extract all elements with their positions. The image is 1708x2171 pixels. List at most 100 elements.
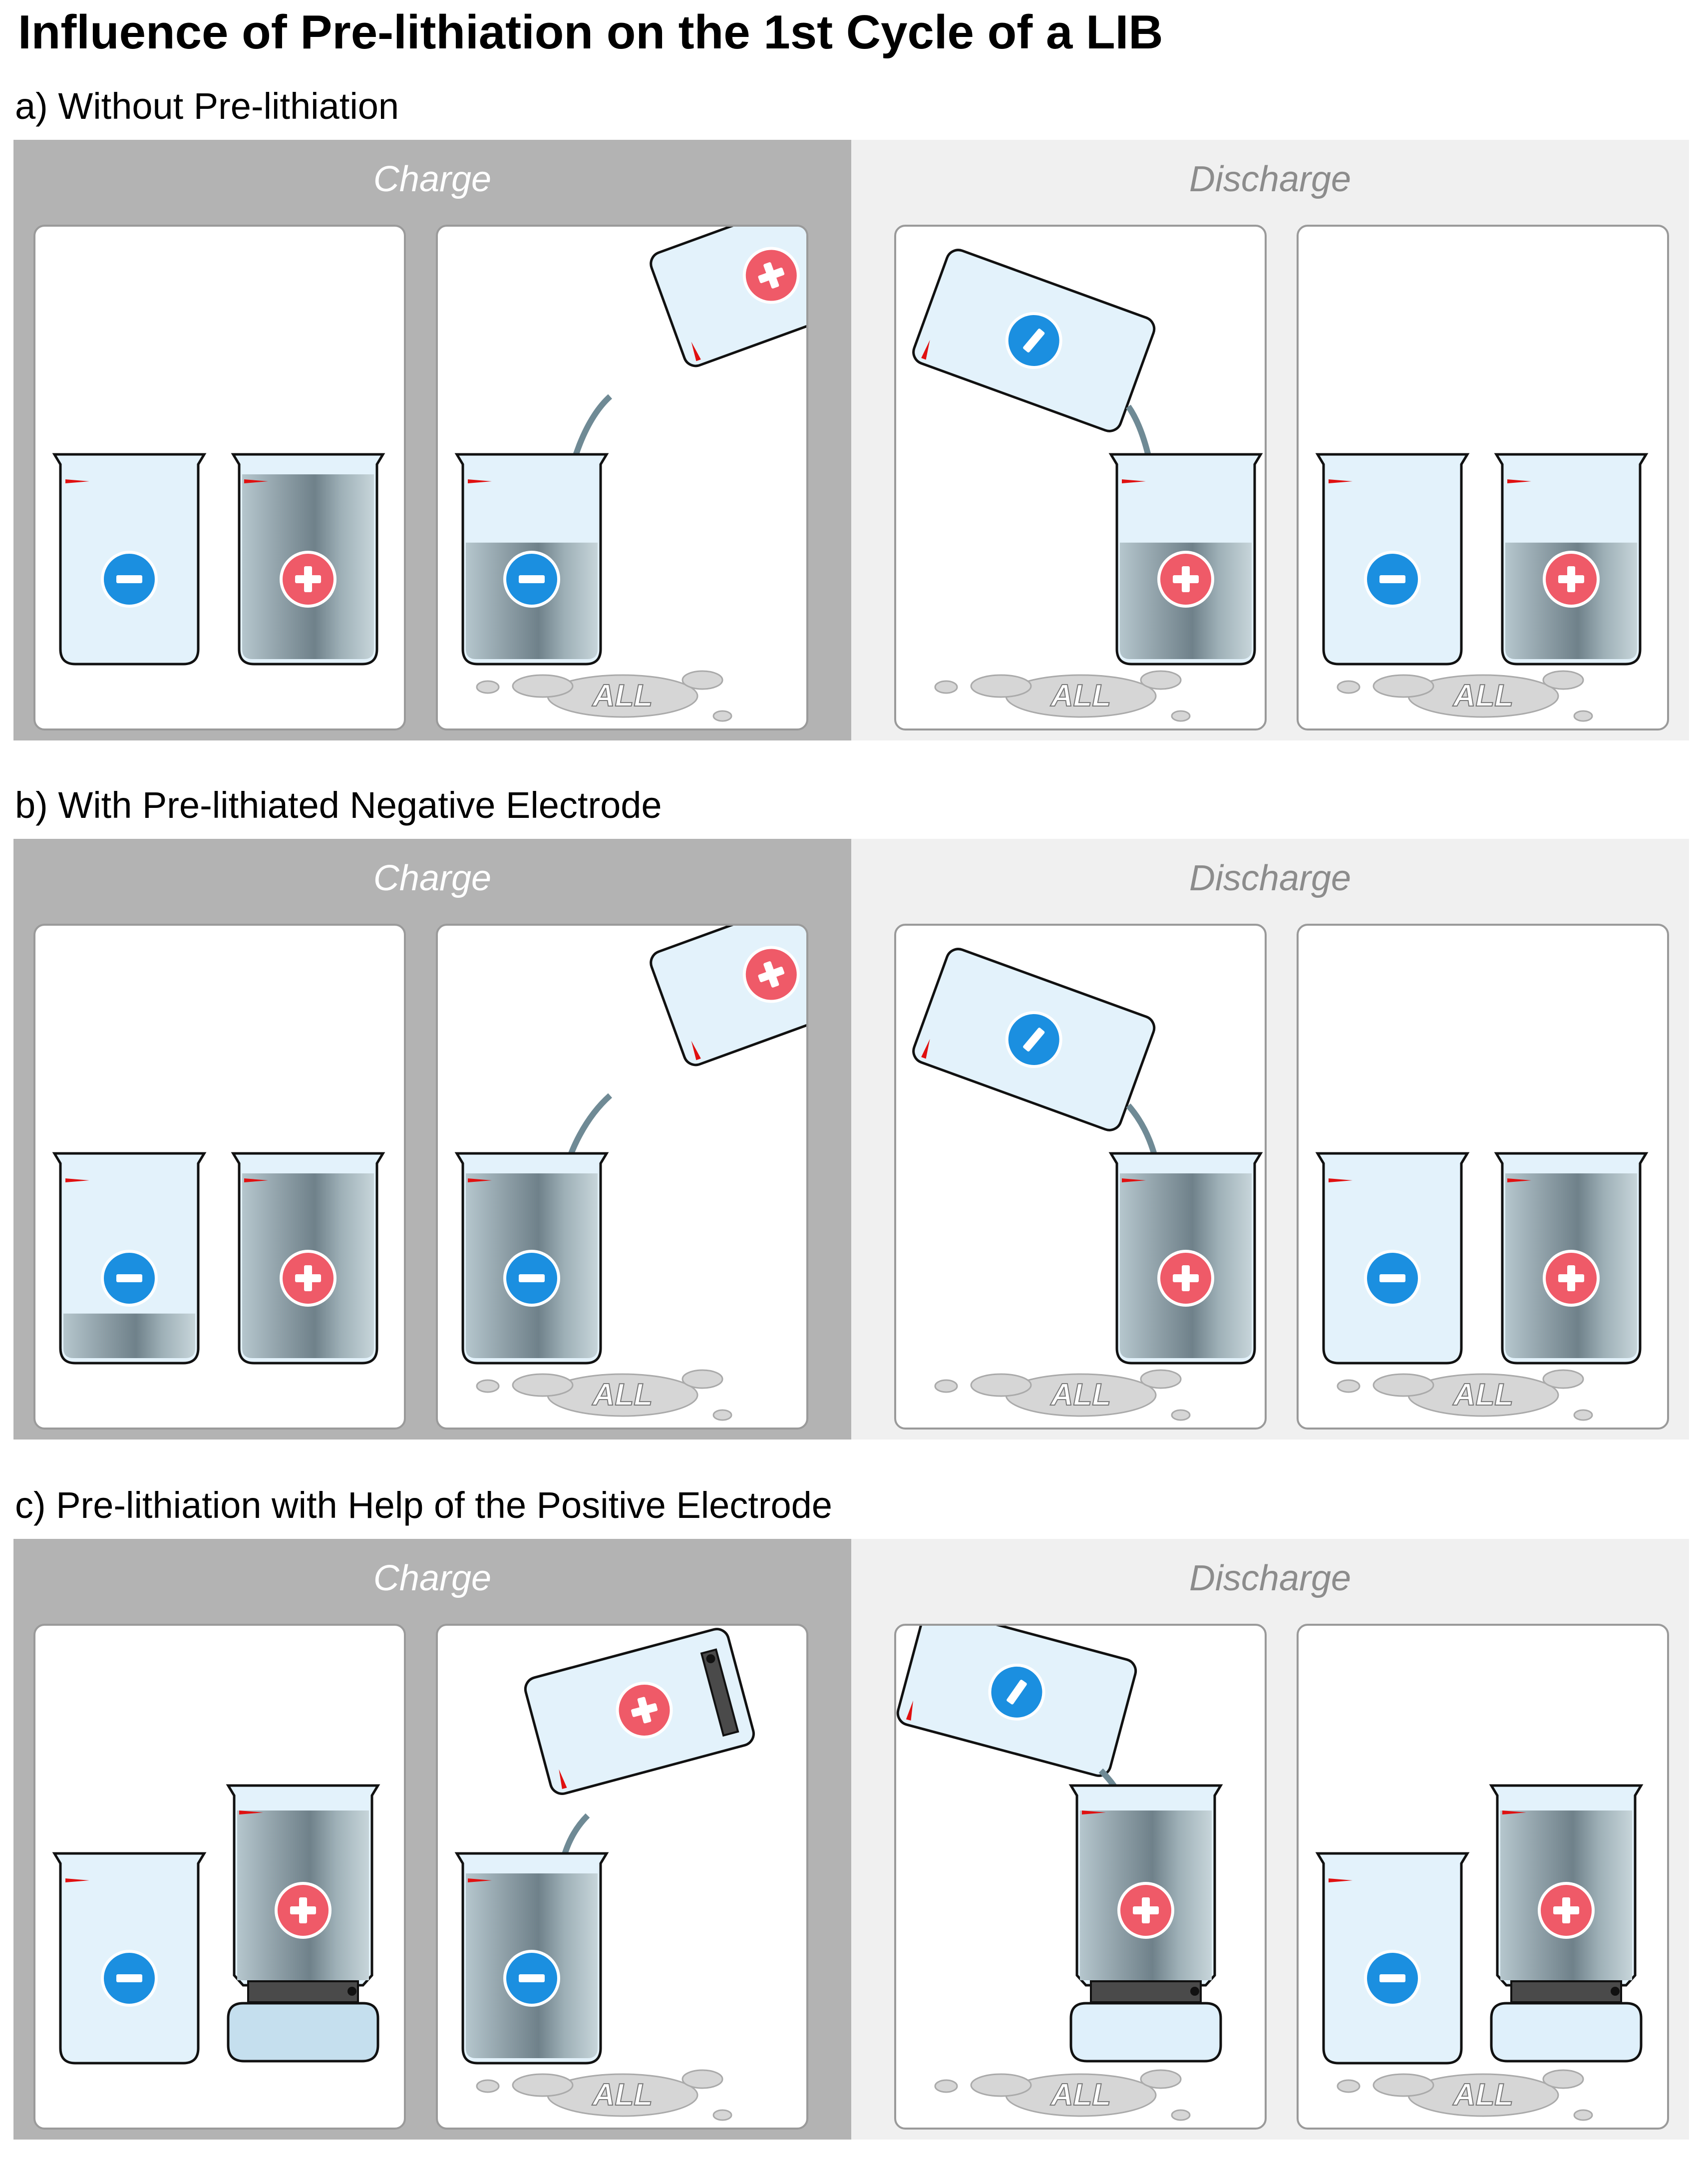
negative-electrode-badge	[988, 1663, 1045, 1721]
fill-marker	[1502, 1810, 1526, 1814]
charge-label: Charge	[373, 1558, 492, 1598]
section-a-discharge-half: Discharge ALL	[851, 140, 1689, 740]
charge-label: Charge	[373, 858, 492, 898]
negative-beaker	[52, 1852, 207, 2065]
section-b-discharge-final-panel: ALL	[1297, 924, 1669, 1430]
fill-marker	[65, 479, 89, 483]
negative-electrode-badge	[1005, 1011, 1062, 1069]
negative-electrode-badge	[101, 551, 158, 608]
active-lithium-loss-puddle: ALL	[1337, 670, 1593, 722]
positive-beaker	[1494, 453, 1649, 666]
active-lithium-loss-puddle: ALL	[934, 1369, 1191, 1421]
loss-label: ALL	[1050, 1378, 1111, 1412]
negative-beaker	[454, 1852, 609, 2065]
positive-electrode-badge	[275, 1882, 332, 1939]
pouring-tall-positive-beaker	[524, 1628, 755, 1795]
positive-electrode-badge	[280, 1250, 337, 1307]
fill-marker	[244, 479, 268, 483]
tall-positive-beaker	[226, 1784, 380, 2063]
electrolyte-fill	[63, 1313, 195, 1358]
section-a-heading: a) Without Pre-lithiation	[15, 85, 399, 127]
fill-marker	[244, 1178, 268, 1182]
lower-reservoir	[227, 2002, 379, 2063]
section-c-discharge-half: Discharge ALL	[851, 1539, 1689, 2140]
fill-marker	[1122, 479, 1146, 483]
loss-label: ALL	[592, 679, 653, 713]
section-c-discharge-final-panel: ALL	[1297, 1624, 1669, 2130]
negative-electrode-badge	[1364, 551, 1421, 608]
negative-electrode-badge	[1005, 312, 1062, 369]
active-lithium-loss-puddle: ALL	[1337, 1369, 1593, 1421]
fill-marker	[691, 1041, 701, 1061]
active-lithium-loss-puddle: ALL	[1337, 2069, 1593, 2121]
fill-marker	[1329, 479, 1353, 483]
positive-beaker	[1108, 1152, 1263, 1365]
section-a: Charge	[13, 140, 1689, 740]
fill-marker	[921, 1039, 930, 1059]
tall-positive-beaker	[1068, 1784, 1223, 2063]
fill-marker	[239, 1810, 263, 1814]
tall-positive-beaker	[1489, 1784, 1644, 2063]
fill-marker	[468, 479, 492, 483]
negative-beaker	[52, 453, 207, 666]
pouring-negative-beaker	[896, 1626, 1137, 1777]
negative-beaker	[1315, 1852, 1470, 2065]
discharge-label: Discharge	[1189, 1558, 1352, 1598]
section-c-charge-pour-panel: ALL	[436, 1624, 808, 2130]
loss-label: ALL	[592, 2078, 653, 2112]
figure-title: Influence of Pre-lithiation on the 1st C…	[18, 5, 1163, 59]
negative-electrode-badge	[101, 1950, 158, 2007]
active-lithium-loss-puddle: ALL	[934, 670, 1191, 722]
pouring-negative-beaker	[912, 948, 1156, 1131]
positive-electrode-badge	[1538, 1882, 1595, 1939]
positive-beaker	[1108, 453, 1263, 666]
fill-marker	[1122, 1178, 1146, 1182]
loss-puddle: ALL	[1337, 2069, 1593, 2121]
positive-electrode-badge	[616, 1681, 673, 1739]
active-lithium-loss-puddle: ALL	[476, 1369, 732, 1421]
negative-electrode-badge	[101, 1250, 158, 1307]
positive-electrode-badge	[742, 247, 800, 304]
active-lithium-loss-puddle: ALL	[934, 2069, 1191, 2121]
fill-marker	[559, 1769, 567, 1789]
loss-puddle: ALL	[476, 1369, 732, 1421]
loss-puddle: ALL	[934, 1369, 1191, 1421]
separator-clamp	[1510, 1980, 1622, 2003]
fill-marker	[468, 1878, 492, 1882]
lower-reservoir	[1069, 2002, 1222, 2063]
prelithiated-negative-beaker	[52, 1152, 207, 1365]
section-b-charge-initial-panel	[33, 924, 406, 1430]
loss-puddle: ALL	[934, 670, 1191, 722]
section-c-charge-initial-panel	[33, 1624, 406, 2130]
positive-electrode-badge	[1543, 1250, 1600, 1307]
fill-marker	[921, 340, 930, 360]
section-a-charge-half: Charge	[13, 140, 851, 740]
loss-puddle: ALL	[1337, 1369, 1593, 1421]
negative-electrode-badge	[1364, 1950, 1421, 2007]
positive-electrode-badge	[1117, 1882, 1174, 1939]
pouring-positive-beaker	[650, 227, 806, 367]
positive-electrode-badge	[1157, 1250, 1214, 1307]
section-b: Charge	[13, 839, 1689, 1440]
loss-label: ALL	[1050, 679, 1111, 713]
discharge-label: Discharge	[1189, 858, 1352, 898]
negative-electrode-badge	[503, 1950, 560, 2007]
fill-marker	[1507, 479, 1531, 483]
positive-electrode-badge	[280, 551, 337, 608]
positive-beaker	[1494, 1152, 1649, 1365]
negative-electrode-badge	[1364, 1250, 1421, 1307]
separator-clamp	[247, 1980, 359, 2003]
fill-marker	[1329, 1878, 1353, 1882]
section-b-charge-pour-panel: ALL	[436, 924, 808, 1430]
loss-label: ALL	[1452, 1378, 1514, 1412]
fill-marker	[1082, 1810, 1106, 1814]
pouring-negative-beaker	[912, 249, 1156, 432]
negative-beaker	[1315, 453, 1470, 666]
section-a-charge-pour-panel: ALL	[436, 225, 808, 730]
pouring-positive-beaker	[650, 926, 806, 1067]
section-a-discharge-final-panel: ALL	[1297, 225, 1669, 730]
section-c: Charge	[13, 1539, 1689, 2140]
active-lithium-loss-puddle: ALL	[476, 670, 732, 722]
fill-marker	[906, 1700, 914, 1721]
